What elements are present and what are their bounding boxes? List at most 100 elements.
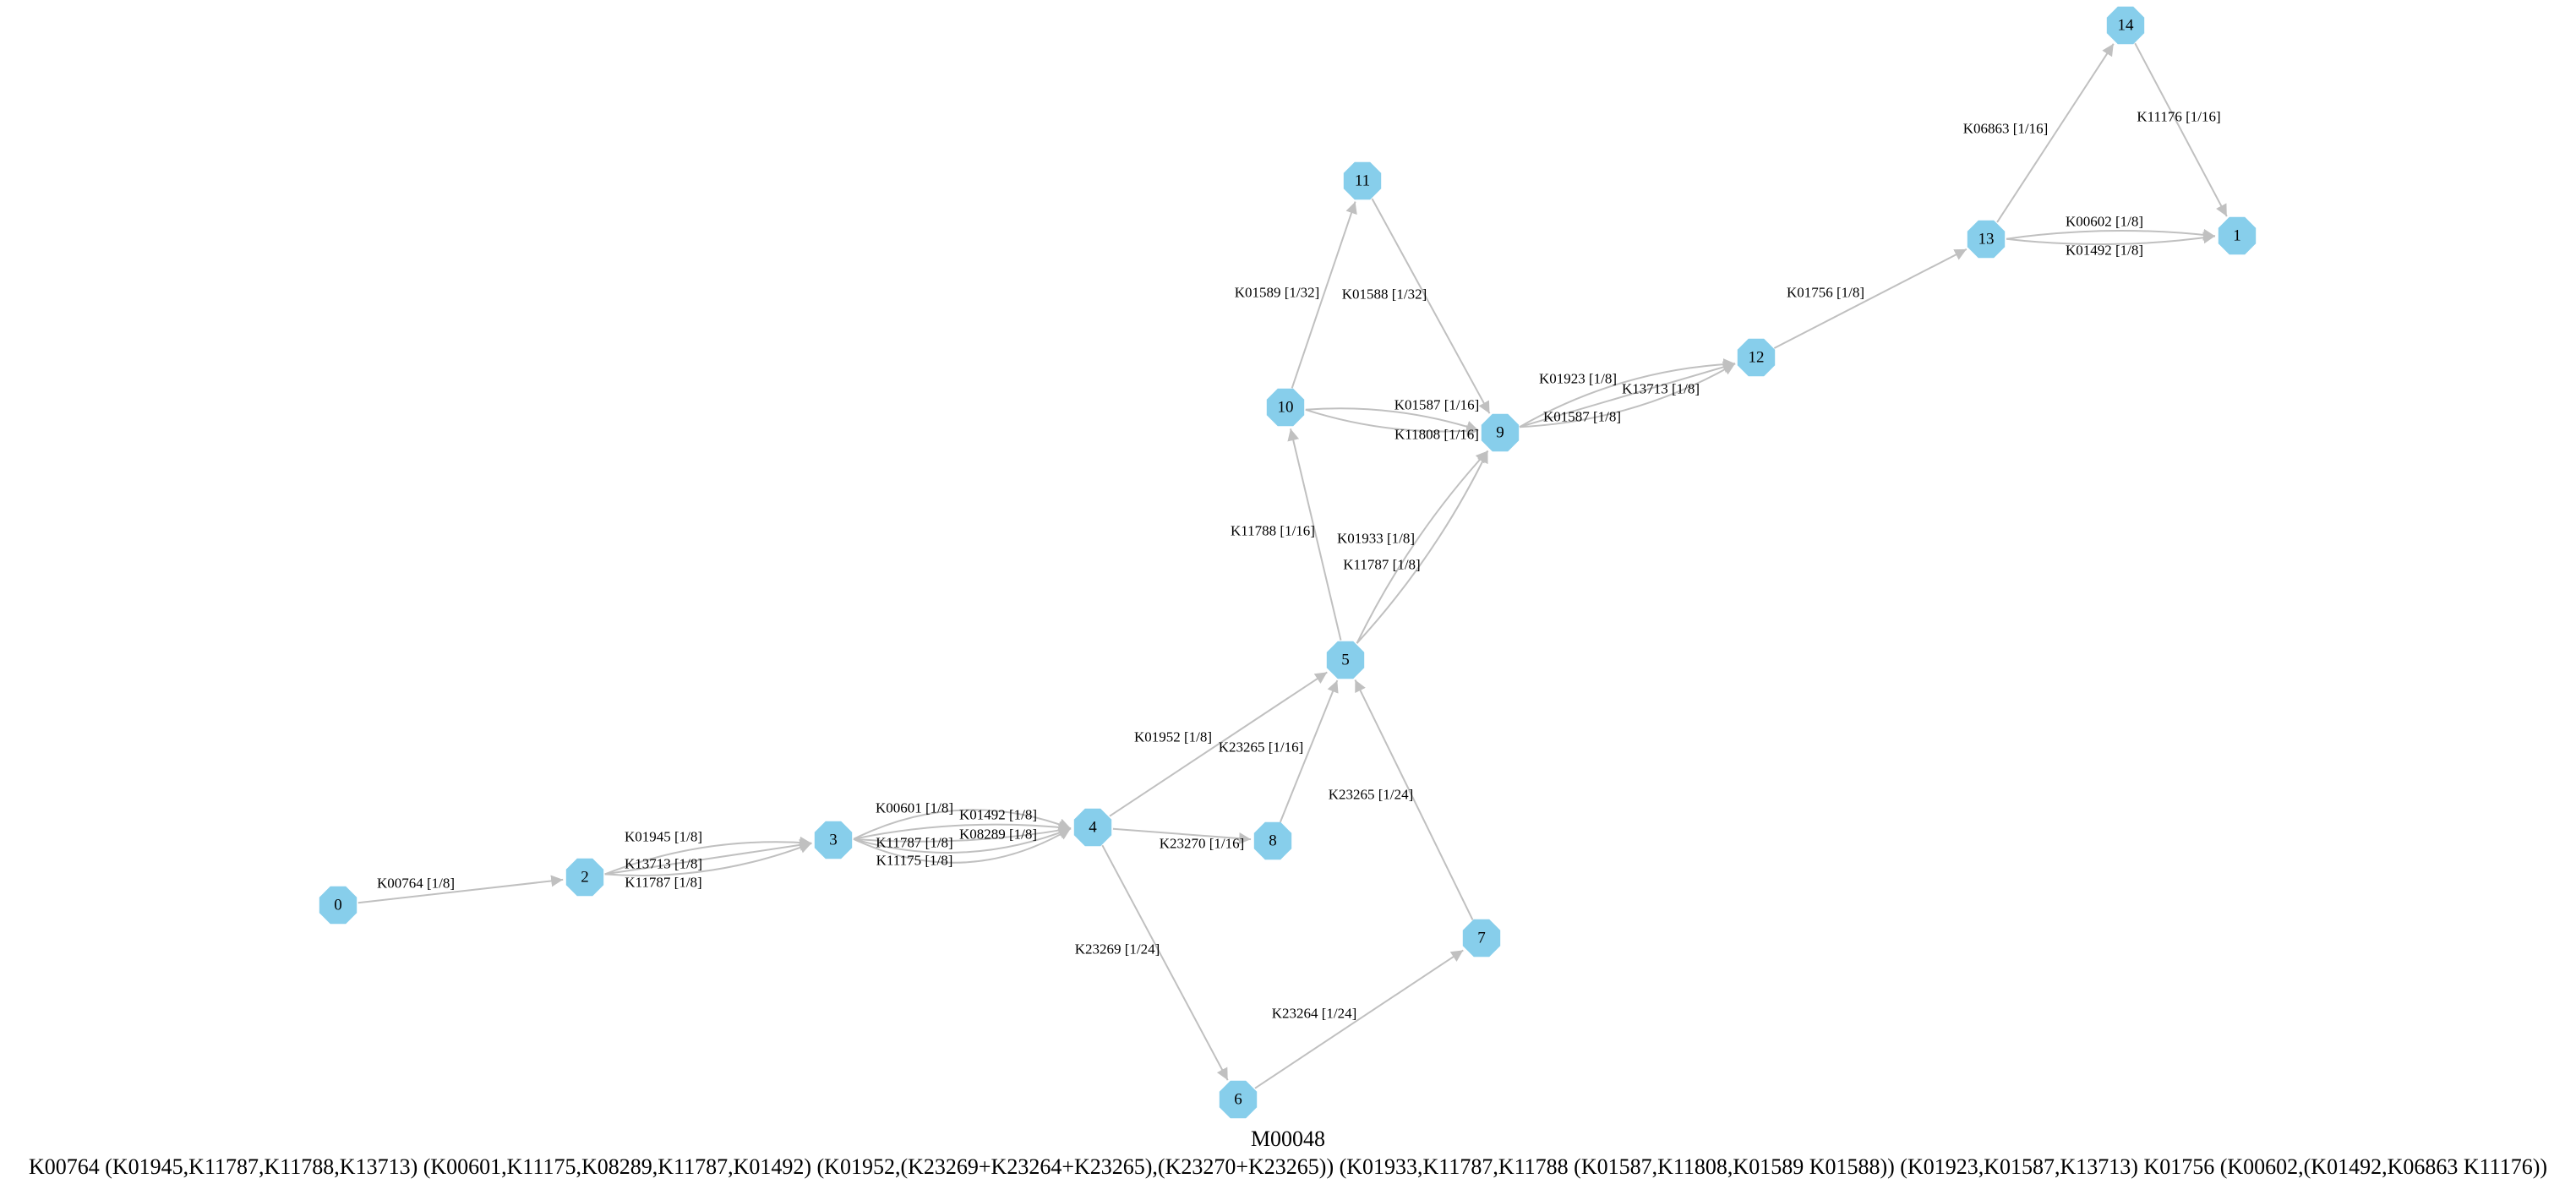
node-label: 9 <box>1496 424 1504 442</box>
node-4: 4 <box>1073 808 1112 847</box>
edge-label: K01952 [1/8] <box>1134 729 1212 745</box>
edge-0-2 <box>357 875 564 904</box>
node-octagon <box>1266 388 1305 427</box>
edge-label: K08289 [1/8] <box>959 827 1037 843</box>
node-10: 10 <box>1266 388 1305 427</box>
node-2: 2 <box>565 858 604 897</box>
edge-label: K11787 [1/8] <box>876 835 952 851</box>
node-label: 6 <box>1234 1091 1242 1109</box>
edge-5-9 <box>1356 450 1489 644</box>
edge-3-4 <box>853 824 1072 843</box>
edge-label: K11175 [1/8] <box>876 853 953 869</box>
edge-7-5 <box>1354 679 1474 920</box>
edge-10-9 <box>1305 407 1479 433</box>
edge-5-10 <box>1287 428 1342 641</box>
edge-label: K00764 [1/8] <box>377 876 455 892</box>
edge-4-6 <box>1101 844 1229 1081</box>
node-label: 0 <box>334 897 342 914</box>
node-5: 5 <box>1326 641 1365 679</box>
node-label: 2 <box>581 869 589 887</box>
edge-label: K23265 [1/24] <box>1329 787 1414 803</box>
edge-label: K01756 [1/8] <box>1787 285 1864 301</box>
node-octagon <box>1967 220 2006 259</box>
edge-3-4 <box>853 809 1072 840</box>
edge-label: K23265 [1/16] <box>1219 739 1304 756</box>
edge-labels-layer: K00764 [1/8]K01945 [1/8]K13713 [1/8]K117… <box>377 109 2221 1022</box>
edge-5-9 <box>1356 450 1489 644</box>
edge-8-5 <box>1279 679 1339 823</box>
node-label: 14 <box>2118 17 2135 35</box>
edge-label: K01589 [1/32] <box>1235 285 1320 301</box>
node-label: 12 <box>1749 349 1765 367</box>
edge-label: K11787 [1/8] <box>1343 557 1420 573</box>
edge-label: K01492 [1/8] <box>959 807 1037 823</box>
edge-4-8 <box>1112 827 1252 845</box>
node-label: 11 <box>1355 172 1370 190</box>
edge-label: K11787 [1/8] <box>625 875 701 891</box>
edge-label: K23269 [1/24] <box>1075 941 1160 958</box>
edge-label: K11176 [1/16] <box>2137 109 2220 125</box>
edge-label: K00601 [1/8] <box>876 800 953 816</box>
node-label: 8 <box>1269 832 1277 850</box>
edge-label: K23270 [1/16] <box>1160 836 1245 852</box>
edge-label: K06863 [1/16] <box>1963 121 2049 137</box>
node-octagon <box>2106 6 2145 45</box>
edge-label: K01587 [1/8] <box>1543 409 1621 425</box>
node-octagon <box>319 886 357 925</box>
edge-13-14 <box>1996 43 2115 223</box>
node-label: 3 <box>829 832 838 849</box>
edge-label: K01492 [1/8] <box>2066 243 2143 259</box>
edge-label: K13713 [1/8] <box>625 856 702 872</box>
node-label: 4 <box>1089 819 1097 837</box>
edge-4-5 <box>1109 671 1328 817</box>
module-definition: K00764 (K01945,K11787,K11788,K13713) (K0… <box>28 1154 2548 1179</box>
edge-label: K11808 [1/16] <box>1394 427 1479 443</box>
node-octagon <box>1326 641 1365 679</box>
edge-2-3 <box>604 842 812 876</box>
node-13: 13 <box>1967 220 2006 259</box>
edge-label: K01588 [1/32] <box>1342 286 1427 303</box>
node-label: 10 <box>1278 399 1294 417</box>
node-label: 7 <box>1477 930 1486 947</box>
edge-3-4 <box>853 827 1072 854</box>
node-octagon <box>1219 1080 1258 1119</box>
node-7: 7 <box>1462 919 1501 958</box>
edge-10-9 <box>1305 408 1479 438</box>
module-title: M00048 <box>1250 1127 1326 1151</box>
edge-14-1 <box>2134 42 2228 217</box>
node-1: 1 <box>2218 216 2257 255</box>
edge-10-11 <box>1291 201 1357 389</box>
edge-2-3 <box>604 836 812 876</box>
edge-label: K01923 [1/8] <box>1539 371 1617 387</box>
edge-label: K13713 [1/8] <box>1622 381 1700 397</box>
node-octagon <box>1737 338 1776 377</box>
node-11: 11 <box>1343 161 1382 200</box>
edge-label: K01933 [1/8] <box>1337 531 1415 547</box>
edge-label: K11788 [1/16] <box>1231 523 1315 539</box>
node-label: 5 <box>1341 652 1350 669</box>
node-0: 0 <box>319 886 357 925</box>
edge-12-13 <box>1773 248 1967 349</box>
node-octagon <box>1073 808 1112 847</box>
node-label: 1 <box>2233 227 2241 245</box>
node-12: 12 <box>1737 338 1776 377</box>
edge-9-12 <box>1519 361 1736 428</box>
node-14: 14 <box>2106 6 2145 45</box>
node-octagon <box>565 858 604 897</box>
edge-label: K01587 [1/16] <box>1394 397 1480 413</box>
edge-label: K23264 [1/24] <box>1272 1006 1357 1022</box>
node-octagon <box>814 821 853 859</box>
node-label: 13 <box>1978 231 1995 248</box>
edge-13-1 <box>2006 232 2216 246</box>
edge-3-4 <box>853 821 1072 840</box>
node-8: 8 <box>1253 821 1292 860</box>
node-9: 9 <box>1481 413 1520 452</box>
edge-9-12 <box>1519 358 1736 428</box>
edge-3-4 <box>853 827 1072 864</box>
node-octagon <box>2218 216 2257 255</box>
node-octagon <box>1253 821 1292 860</box>
edge-11-9 <box>1371 198 1491 414</box>
node-octagon <box>1462 919 1501 958</box>
edge-6-7 <box>1254 949 1464 1089</box>
